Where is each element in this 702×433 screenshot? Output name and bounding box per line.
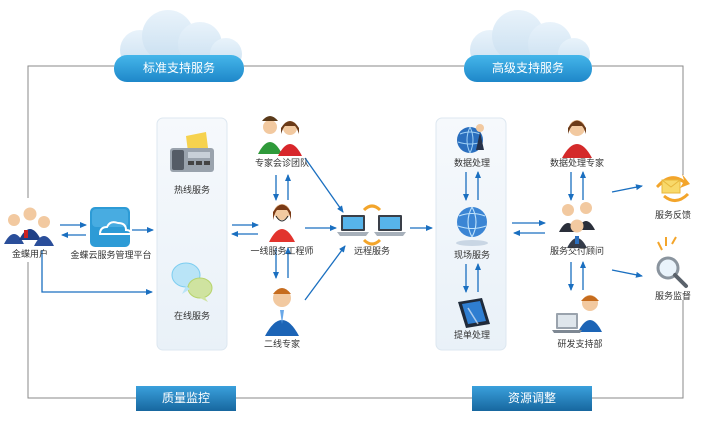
label-onsite: 现场服务 xyxy=(453,251,491,261)
feedback-icon xyxy=(656,174,690,202)
label-supervision: 服务监督 xyxy=(654,292,692,302)
bar-resource-adjustment xyxy=(472,386,592,411)
remote-laptops-icon xyxy=(337,204,406,246)
label-first-line: 一线服务工程师 xyxy=(250,247,314,257)
cloud-advanced-support xyxy=(464,10,592,82)
badge-resource-adjustment: 资源调整 xyxy=(507,391,557,405)
badge-standard-support: 标准支持服务 xyxy=(142,61,216,75)
badge-quality-monitoring: 质量监控 xyxy=(161,391,211,405)
globe-icon xyxy=(456,206,488,246)
label-data-processing: 数据处理 xyxy=(453,159,491,169)
label-second-line: 二线专家 xyxy=(263,340,301,350)
label-online: 在线服务 xyxy=(173,312,211,322)
rnd-person-icon xyxy=(552,295,602,333)
flow-arrows xyxy=(41,157,643,301)
label-user: 金蝶用户 xyxy=(11,250,49,260)
bar-quality-monitoring xyxy=(136,386,236,411)
label-remote: 远程服务 xyxy=(353,247,391,257)
label-rnd: 研发支持部 xyxy=(557,340,603,350)
badge-advanced-support: 高级支持服务 xyxy=(491,61,565,75)
ticket-icon xyxy=(458,298,490,328)
advisor-team-icon xyxy=(559,202,595,248)
label-delivery-advisor: 服务交付顾问 xyxy=(549,247,605,257)
cloud-platform-icon xyxy=(90,207,133,247)
label-feedback: 服务反馈 xyxy=(654,211,692,221)
label-hotline: 热线服务 xyxy=(173,186,211,196)
label-data-expert: 数据处理专家 xyxy=(549,159,605,169)
label-expert-team: 专家会诊团队 xyxy=(254,159,310,169)
label-platform: 金蝶云服务管理平台 xyxy=(70,251,152,261)
magnifier-icon xyxy=(656,236,688,288)
expert-team-icon xyxy=(258,116,302,156)
globe-figure-icon xyxy=(457,124,484,154)
expert-icon xyxy=(265,288,299,336)
label-ticket: 提单处理 xyxy=(453,331,491,341)
data-expert-icon xyxy=(562,120,592,158)
frame-lines xyxy=(27,65,684,399)
cloud-standard-support xyxy=(114,10,244,82)
fax-machine-icon xyxy=(170,132,214,172)
engineer-icon xyxy=(269,204,295,242)
chat-bubbles-icon xyxy=(171,262,213,302)
user-group-icon xyxy=(4,207,54,246)
